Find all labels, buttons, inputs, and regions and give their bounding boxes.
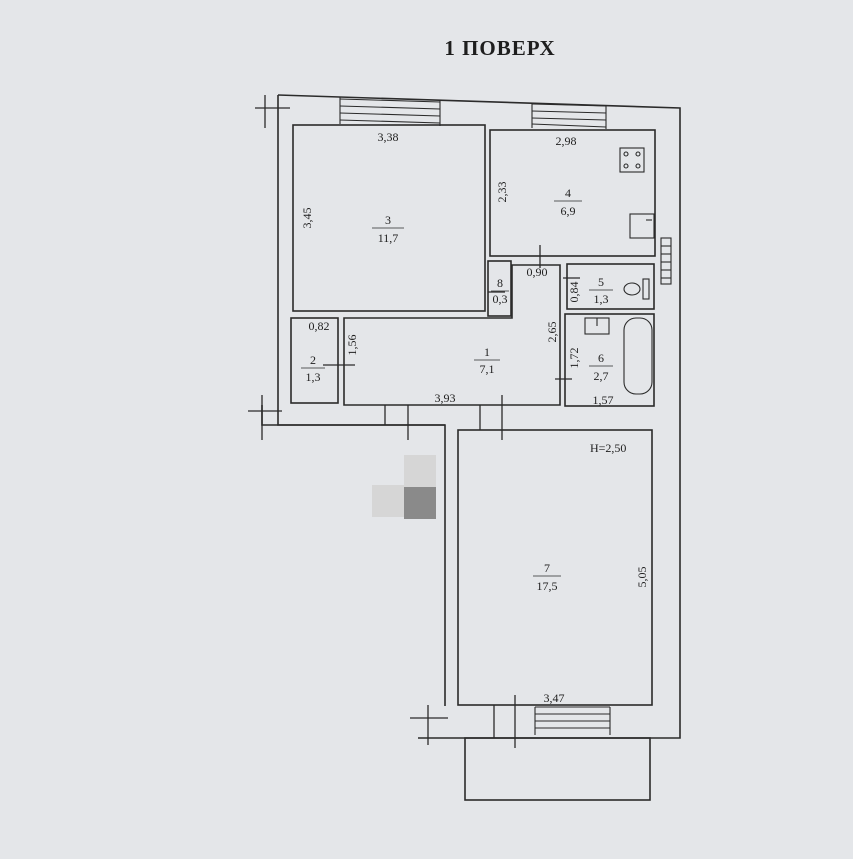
room-7-area: 17,5 (537, 579, 558, 593)
bathtub-icon (623, 317, 653, 395)
dim-r8-width: 0,90 (527, 265, 548, 279)
room-1-area: 7,1 (480, 362, 495, 376)
entrance-wall (261, 405, 445, 426)
dim-r7-height: 5,05 (635, 567, 649, 588)
height-note: H=2,50 (590, 441, 626, 455)
plan-title: 1 ПОВЕРХ (444, 36, 555, 60)
room-4-outline (489, 129, 656, 257)
room-1-number: 1 (484, 345, 490, 359)
room-1-outline (343, 264, 561, 406)
dim-r6-height: 1,72 (567, 348, 581, 369)
censor-blocks (372, 455, 436, 519)
room-8-outline (487, 260, 512, 317)
dim-r1-height: 2,65 (545, 322, 559, 343)
room-6-area: 2,7 (594, 369, 609, 383)
doors (248, 95, 580, 748)
dim-r2-width: 0,82 (309, 319, 330, 333)
dim-r2-height: 1,56 (345, 335, 359, 356)
room-6-outline (564, 313, 655, 407)
dim-r4-height: 2,33 (495, 182, 509, 203)
window-room-3 (339, 97, 441, 126)
room-5-area: 1,3 (594, 292, 609, 306)
room-2-outline (290, 317, 339, 404)
dim-r3-height: 3,45 (300, 208, 314, 229)
room-8-number: 8 (497, 276, 503, 290)
vent-grille (660, 237, 672, 285)
dim-r5-width: 0,84 (567, 282, 581, 303)
room-5-number: 5 (598, 275, 604, 289)
outer-wall (277, 94, 681, 739)
room-8-area: 0,3 (493, 292, 508, 306)
dim-r7-width: 3,47 (544, 691, 565, 705)
room-3-area: 11,7 (378, 231, 399, 245)
outer-wall-left (277, 95, 446, 706)
room-7-number: 7 (544, 561, 550, 575)
walls (261, 94, 681, 801)
room-2-number: 2 (310, 353, 316, 367)
washbasin-icon (584, 317, 610, 335)
windows (339, 97, 672, 735)
window-room-4 (531, 103, 607, 129)
room-3-outline (292, 124, 486, 312)
room-7-outline (457, 429, 653, 706)
toilet-icon (623, 278, 650, 300)
room-2-area: 1,3 (306, 370, 321, 384)
room-4-number: 4 (565, 186, 571, 200)
stove-icon (619, 147, 645, 173)
dim-r3-width: 3,38 (378, 130, 399, 144)
room-4-area: 6,9 (561, 204, 576, 218)
dim-r6-width: 1,57 (593, 393, 614, 407)
dim-r1-width: 3,93 (435, 391, 456, 405)
fixtures (584, 147, 655, 395)
window-room-7 (534, 706, 611, 735)
dimension-labels: 3,38 3,45 2,98 2,33 0,90 0,84 0,82 1,56 … (300, 130, 649, 705)
room-3-number: 3 (385, 213, 391, 227)
room-6-number: 6 (598, 351, 604, 365)
room-5-outline (566, 263, 655, 310)
balcony-outline (464, 737, 651, 801)
dim-r4-width: 2,98 (556, 134, 577, 148)
sink-icon (629, 213, 655, 239)
room-labels: 3 11,7 4 6,9 8 0,3 5 1,3 2 1,3 1 7,1 6 2… (301, 186, 613, 593)
